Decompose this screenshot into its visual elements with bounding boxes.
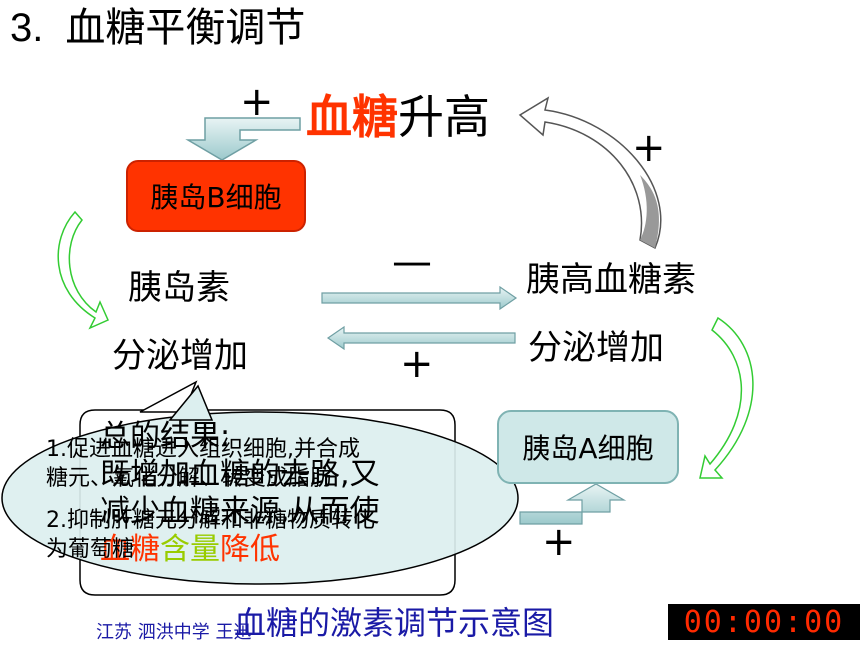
glucagon-label: 胰高血糖素 (526, 260, 696, 300)
insulin-secretion-label: 分泌增加 (112, 336, 248, 376)
insulin-green-arrow (57, 210, 109, 330)
plus-sign-glucagon: + (632, 125, 666, 171)
glucose-high-label: 血糖升高 (306, 92, 490, 143)
insulin-label: 胰岛素 (128, 268, 230, 308)
plus-sign-bottom: + (542, 519, 576, 565)
b-cell-box: 胰岛B细胞 (126, 160, 306, 232)
diagram-caption: 血糖的激素调节示意图 (234, 604, 555, 642)
glucose-to-b-cell-arrow (185, 117, 301, 161)
overlay-ellipse (1, 411, 519, 585)
callout-line-3: 减少血糖来源,从而使 (100, 494, 380, 529)
a-cell-label: 胰岛A细胞 (522, 432, 654, 465)
overlay-item-2b: 为葡萄糖 (46, 536, 135, 562)
author-footer: 江苏 泗洪中学 王迅 (96, 622, 252, 643)
rise-word: 升高 (398, 90, 490, 144)
overlay-text: 1.促进血糖进入组织细胞,并合成 糖元、氧化分解、转变成脂肪 2.抑制肝糖元分解… (46, 436, 476, 564)
callout-content-word: 含量 (160, 531, 220, 567)
page-title: 3. 血糖平衡调节 (10, 6, 305, 50)
b-cell-label: 胰岛B细胞 (150, 181, 282, 214)
glucagon-secretion-label: 分泌增加 (528, 328, 664, 368)
glucose-word: 血糖 (306, 90, 398, 144)
overlay-item-1b: 糖元、氧化分解、转变成脂肪 (46, 465, 333, 491)
into-a-cell-arrow (519, 483, 627, 525)
callout-line-1: 总的结果: (100, 419, 231, 454)
callout-text: 总的结果: 既增加血糖的去路,又 减少血糖来源,从而使 血糖含量降低 (100, 418, 460, 568)
callout-decrease-word: 降低 (220, 531, 280, 567)
promote-arrow-left (326, 325, 516, 351)
callout-line-2: 既增加血糖的去路,又 (100, 456, 380, 492)
minus-sign: — (392, 239, 432, 285)
a-cell-box: 胰岛A细胞 (497, 410, 679, 484)
glucagon-green-arrow (699, 316, 754, 479)
overlay-item-2: 2.抑制肝糖元分解和非糖物质转化 (46, 508, 375, 534)
callout-glucose-word: 血糖 (100, 531, 160, 567)
plus-sign-top: + (240, 79, 274, 125)
callout-line-4: 血糖含量降低 (100, 531, 460, 569)
overlay-item-1: 1.促进血糖进入组织细胞,并合成 (46, 437, 360, 462)
title-text: 血糖平衡调节 (65, 5, 306, 51)
timer-display[interactable]: 00:00:00 (668, 604, 860, 640)
glucagon-feedback-arrow-shade (640, 175, 660, 248)
inhibit-arrow-right (321, 285, 518, 311)
overlay-pointer (168, 384, 214, 421)
plus-sign-middle: + (400, 341, 434, 387)
glucagon-feedback-arrow (518, 96, 662, 250)
title-number: 3. (10, 6, 44, 50)
